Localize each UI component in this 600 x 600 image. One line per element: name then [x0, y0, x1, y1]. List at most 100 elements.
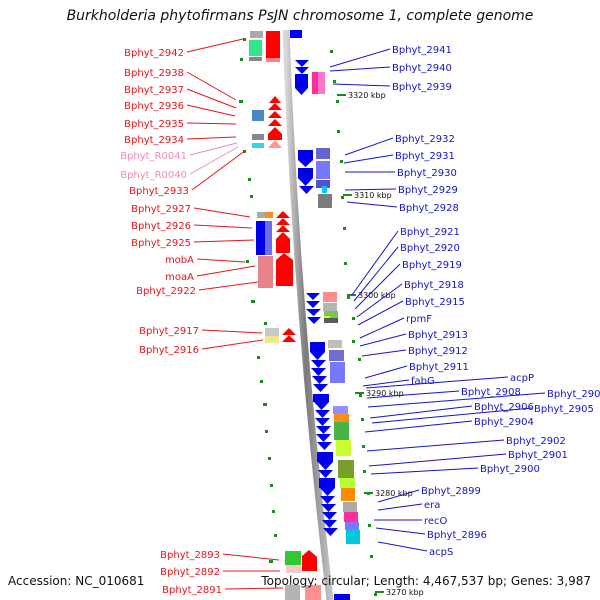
leader-line: [375, 527, 426, 535]
left-gene-label[interactable]: Bphyt_2922: [136, 286, 196, 297]
left-gene-label[interactable]: Bphyt_2891: [162, 585, 222, 596]
right-gene-label[interactable]: Bphyt_2900: [480, 464, 540, 475]
right-gene-label[interactable]: Bphyt_2930: [397, 168, 457, 179]
leader-line: [361, 349, 407, 357]
leader-line: [364, 365, 408, 379]
left-gene-label[interactable]: mobA: [165, 255, 194, 266]
right-gene-label[interactable]: Bphyt_2912: [408, 346, 468, 357]
leader-line: [359, 317, 405, 339]
leader-line: [368, 453, 507, 467]
leader-line: [186, 104, 236, 117]
leader-line: [346, 201, 398, 208]
leader-line: [359, 333, 407, 347]
right-gene-label[interactable]: fabG: [411, 376, 435, 387]
right-gene-label[interactable]: acpS: [429, 547, 453, 558]
right-gene-label[interactable]: Bphyt_2904: [474, 417, 534, 428]
right-gene-label[interactable]: recO: [424, 516, 448, 527]
leader-line: [329, 48, 391, 68]
left-gene-label[interactable]: Bphyt_2934: [124, 135, 184, 146]
right-gene-label[interactable]: Bphyt_2908: [461, 387, 521, 398]
leader-line: [224, 587, 284, 590]
left-gene-label[interactable]: Bphyt_2937: [124, 85, 184, 96]
right-gene-label[interactable]: Bphyt_2896: [427, 530, 487, 541]
left-gene-label[interactable]: Bphyt_2938: [124, 68, 184, 79]
leader-line: [370, 467, 479, 475]
right-gene-label[interactable]: Bphyt_2905: [534, 404, 594, 415]
leader-line: [201, 329, 263, 334]
leader-line: [186, 136, 237, 140]
right-gene-label[interactable]: Bphyt_2902: [506, 436, 566, 447]
right-gene-label[interactable]: Bphyt_2918: [404, 280, 464, 291]
left-gene-label[interactable]: Bphyt_2916: [139, 345, 199, 356]
leader-line: [193, 224, 253, 229]
left-gene-label[interactable]: Bphyt_2935: [124, 119, 184, 130]
chromosome-backbone: [282, 29, 334, 600]
leader-line: [377, 503, 423, 511]
left-gene-label[interactable]: Bphyt_2936: [124, 101, 184, 112]
kbp-tick-label: 3270 kbp: [386, 588, 424, 597]
leader-line: [356, 283, 403, 318]
left-gene-label[interactable]: Bphyt_R0040: [120, 170, 187, 181]
left-gene-labels[interactable]: Bphyt_2942Bphyt_2938Bphyt_2937Bphyt_2936…: [120, 48, 222, 596]
leader-line: [371, 407, 533, 424]
leader-line: [357, 300, 404, 326]
leader-line: [332, 83, 391, 87]
leader-line: [329, 66, 391, 72]
left-gene-label[interactable]: Bphyt_2926: [131, 221, 191, 232]
right-gene-label[interactable]: Bphyt_2920: [400, 243, 460, 254]
right-gene-label[interactable]: Bphyt_2921: [400, 227, 460, 238]
right-gene-label[interactable]: Bphyt_2913: [408, 330, 468, 341]
map-title: Burkholderia phytofirmans PsJN chromosom…: [66, 8, 534, 24]
leader-line: [351, 230, 399, 296]
leader-line: [186, 71, 237, 101]
right-gene-label[interactable]: era: [424, 500, 440, 511]
leader-line: [353, 246, 399, 302]
right-gene-label[interactable]: Bphyt_2929: [398, 185, 458, 196]
right-gene-labels[interactable]: Bphyt_2941Bphyt_2940Bphyt_2939Bphyt_2932…: [392, 45, 600, 558]
right-gene-label[interactable]: Bphyt_2899: [421, 486, 481, 497]
right-gene-label[interactable]: Bphyt_2931: [395, 151, 455, 162]
left-strand-genes[interactable]: [249, 31, 321, 600]
right-gene-label[interactable]: Bphyt_2911: [409, 362, 469, 373]
leader-line: [186, 38, 244, 53]
genome-summary-text: Topology: circular; Length: 4,467,537 bp…: [261, 574, 591, 588]
leader-line: [369, 405, 473, 419]
leader-line: [366, 390, 460, 399]
left-gene-label[interactable]: Bphyt_2933: [129, 186, 189, 197]
leader-line: [193, 239, 255, 243]
left-gene-label[interactable]: Bphyt_2942: [124, 48, 184, 59]
right-gene-label[interactable]: Bphyt_2940: [392, 63, 452, 74]
leader-line: [362, 379, 410, 387]
right-gene-label[interactable]: Bphyt_2932: [395, 134, 455, 145]
right-gene-label[interactable]: Bphyt_2928: [399, 203, 459, 214]
leader-line: [189, 142, 238, 156]
right-gene-label[interactable]: Bphyt_2907: [547, 389, 600, 400]
left-gene-label[interactable]: moaA: [165, 272, 194, 283]
leader-line: [196, 265, 256, 277]
left-gene-label[interactable]: Bphyt_2917: [139, 326, 199, 337]
right-gene-label[interactable]: Bphyt_2901: [508, 450, 568, 461]
leader-line: [193, 207, 251, 218]
right-gene-label[interactable]: Bphyt_2906: [474, 402, 534, 413]
right-gene-label[interactable]: Bphyt_2915: [405, 297, 465, 308]
left-gene-label[interactable]: Bphyt_R0041: [120, 151, 187, 162]
leader-line: [186, 122, 237, 125]
leader-line: [344, 188, 397, 191]
leader-line: [343, 154, 394, 164]
leader-line: [198, 281, 259, 291]
leader-line: [344, 137, 394, 156]
right-gene-label[interactable]: Bphyt_2941: [392, 45, 452, 56]
left-gene-label[interactable]: Bphyt_2893: [160, 550, 220, 561]
leader-line: [354, 263, 401, 310]
left-gene-label[interactable]: Bphyt_2925: [131, 238, 191, 249]
left-gene-label[interactable]: Bphyt_2892: [160, 567, 220, 578]
left-gene-label[interactable]: Bphyt_2927: [131, 204, 191, 215]
left-label-leaders: [186, 38, 284, 590]
right-gene-label[interactable]: acpP: [510, 373, 534, 384]
right-gene-label[interactable]: Bphyt_2939: [392, 82, 452, 93]
kbp-tick-label: 3280 kbp: [375, 489, 413, 498]
right-gene-label[interactable]: Bphyt_2919: [402, 260, 462, 271]
right-gene-label[interactable]: rpmF: [406, 314, 432, 325]
right-strand-genes[interactable]: [290, 30, 360, 600]
